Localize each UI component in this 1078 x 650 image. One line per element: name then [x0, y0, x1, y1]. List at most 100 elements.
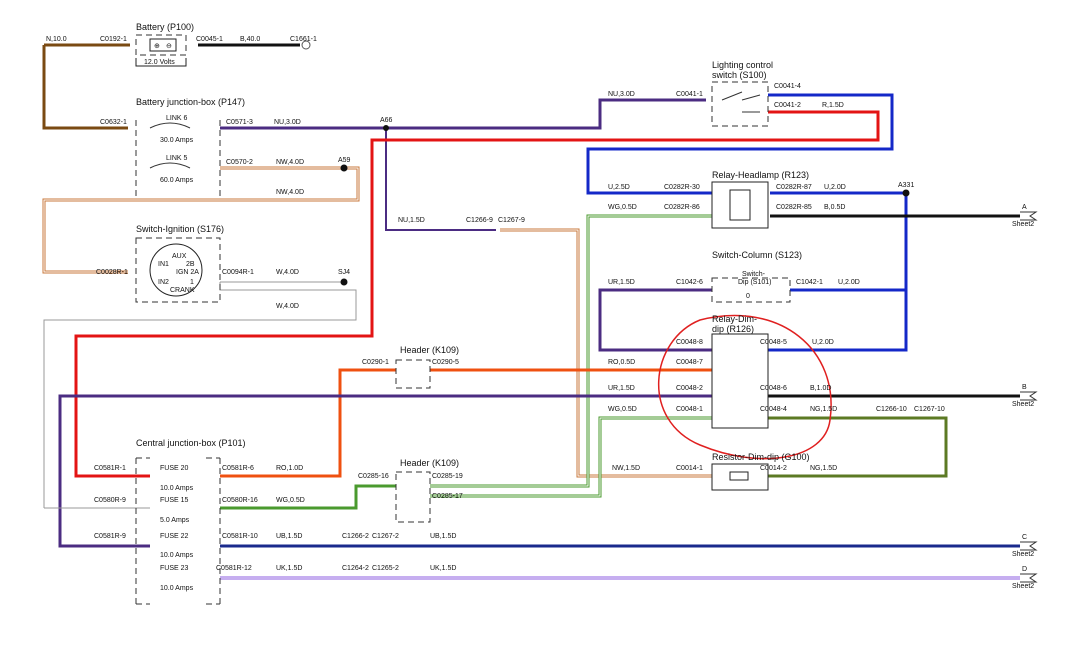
- relay-headlamp-coil: [729, 189, 751, 221]
- resistor-dimdip-title: Resistor-Dim-dip (G100): [712, 452, 810, 462]
- wire-wg05-dimdip-inner: [430, 417, 712, 497]
- label-ro10: RO,1.0D: [276, 465, 303, 472]
- label-c0571: C0571-3: [226, 119, 253, 126]
- label-c0028: C0028R-1: [96, 269, 128, 276]
- ign-2b: 2B: [186, 261, 195, 268]
- sheet-ref-c-label: Sheet2: [1012, 551, 1034, 558]
- label-r15: R,1.5D: [822, 102, 844, 109]
- wire-nw15: [500, 228, 712, 478]
- label-uk15b: UK,1.5D: [430, 565, 456, 572]
- relay-headlamp-box: [711, 181, 769, 229]
- link6-symbol: [149, 122, 191, 129]
- wire-nw40-inner: [43, 167, 359, 273]
- battery-box: [135, 34, 187, 56]
- wire-nu30: [220, 98, 706, 130]
- lighting-switch-box: [711, 81, 769, 127]
- fuse22-label: FUSE 22: [160, 533, 189, 540]
- fuse20-label: FUSE 20: [160, 465, 189, 472]
- switch-ignition-box: [135, 237, 221, 303]
- link6-amps: 30.0 Amps: [160, 137, 194, 144]
- label-c0570: C0570-2: [226, 159, 253, 166]
- label-c0581-6: C0581R-6: [222, 465, 254, 472]
- label-c0045: C0045-1: [196, 36, 223, 43]
- label-c0041-2: C0041-2: [774, 102, 801, 109]
- wire-nw40: [42, 166, 360, 274]
- fuse23-label: FUSE 23: [160, 565, 189, 572]
- wire-ur15-long: [58, 394, 712, 548]
- ign-in2: IN2: [158, 279, 169, 286]
- label-u20a: U,2.0D: [824, 184, 846, 191]
- label-c0581-10: C0581R-10: [222, 533, 258, 540]
- ign-1: 1: [190, 279, 194, 286]
- label-nu30a: NU,3.0D: [274, 119, 301, 126]
- header1-box: [395, 359, 431, 389]
- label-c1267-2: C1267-2: [372, 533, 399, 540]
- label-b400: B,40.0: [240, 36, 260, 43]
- label-ng15a: NG,1.5D: [810, 406, 837, 413]
- sheet-ref-d-letter: D: [1022, 566, 1027, 573]
- junction-a59: [340, 164, 348, 172]
- label-c0282-87: C0282R-87: [776, 184, 812, 191]
- label-nw40b: NW,4.0D: [276, 189, 304, 196]
- label-c0282-86: C0282R-86: [664, 204, 700, 211]
- label-wg05c: WG,0.5D: [276, 497, 305, 504]
- wire-n10: [42, 43, 130, 130]
- label-c0580-9: C0580R-9: [94, 497, 126, 504]
- wire-ro05: [220, 368, 712, 478]
- junction-sj4: [340, 278, 348, 286]
- link5-label: LINK 5: [166, 155, 188, 162]
- lighting-switch-contact: [721, 91, 761, 113]
- sheet-ref-a-label: Sheet2: [1012, 221, 1034, 228]
- wire-ng15: [768, 416, 948, 478]
- relay-dimdip-title-1: Relay-Dim-: [712, 314, 757, 324]
- label-ur15b: UR,1.5D: [608, 385, 635, 392]
- label-c0285-19: C0285-19: [432, 473, 463, 480]
- sheet-ref-a-letter: A: [1022, 204, 1027, 211]
- fuse15-label: FUSE 15: [160, 497, 189, 504]
- sheet-ref-c-letter: C: [1022, 534, 1027, 541]
- battery-bracket: [135, 58, 187, 67]
- sheet-ref-b-label: Sheet2: [1012, 401, 1034, 408]
- central-jb-frame: [135, 457, 221, 605]
- wire-blue-u25: [586, 93, 894, 195]
- label-c1266-10: C1266-10: [876, 406, 907, 413]
- label-c0285-16: C0285-16: [358, 473, 389, 480]
- header1-title: Header (K109): [400, 345, 459, 355]
- ign-in1: IN1: [158, 261, 169, 268]
- label-b05: B,0.5D: [824, 204, 845, 211]
- label-u25: U,2.5D: [608, 184, 630, 191]
- battery-minus-icon: ⊖: [166, 43, 172, 50]
- label-ro05: RO,0.5D: [608, 359, 635, 366]
- label-a66: A66: [380, 117, 393, 124]
- label-uk15a: UK,1.5D: [276, 565, 302, 572]
- wire-r15: [74, 110, 880, 478]
- arrow-b-icon: [1020, 391, 1038, 401]
- label-c0014-2: C0014-2: [760, 465, 787, 472]
- connector-c1661: [301, 40, 311, 50]
- wire-wg05-dimdip: [220, 416, 712, 510]
- lighting-switch-title-1: Lighting control: [712, 60, 773, 70]
- wire-u20-a331: [768, 191, 908, 352]
- link5-amps: 60.0 Amps: [160, 177, 194, 184]
- sheet-ref-b-letter: B: [1022, 384, 1027, 391]
- arrow-a-icon: [1020, 211, 1038, 221]
- resistor-dimdip-box: [711, 463, 769, 491]
- label-c1042-1: C1042-1: [796, 279, 823, 286]
- label-a331: A331: [898, 182, 914, 189]
- label-c0048-8: C0048-8: [676, 339, 703, 346]
- label-ur15a: UR,1.5D: [608, 279, 635, 286]
- label-c0048-4: C0048-4: [760, 406, 787, 413]
- label-c0282-30: C0282R-30: [664, 184, 700, 191]
- fuse15-amps: 5.0 Amps: [160, 517, 190, 524]
- switch-column-box: [711, 277, 791, 303]
- fuse23-amps: 10.0 Amps: [160, 585, 194, 592]
- label-c0048-5: C0048-5: [760, 339, 787, 346]
- label-c1266-9: C1266-9: [466, 217, 493, 224]
- label-c1042-6: C1042-6: [676, 279, 703, 286]
- label-nu30b: NU,3.0D: [608, 91, 635, 98]
- label-c1267-10: C1267-10: [914, 406, 945, 413]
- label-c0041-4: C0041-4: [774, 83, 801, 90]
- label-c1661: C1661-1: [290, 36, 317, 43]
- arrow-d-icon: [1020, 573, 1038, 583]
- label-c1265-2: C1265-2: [372, 565, 399, 572]
